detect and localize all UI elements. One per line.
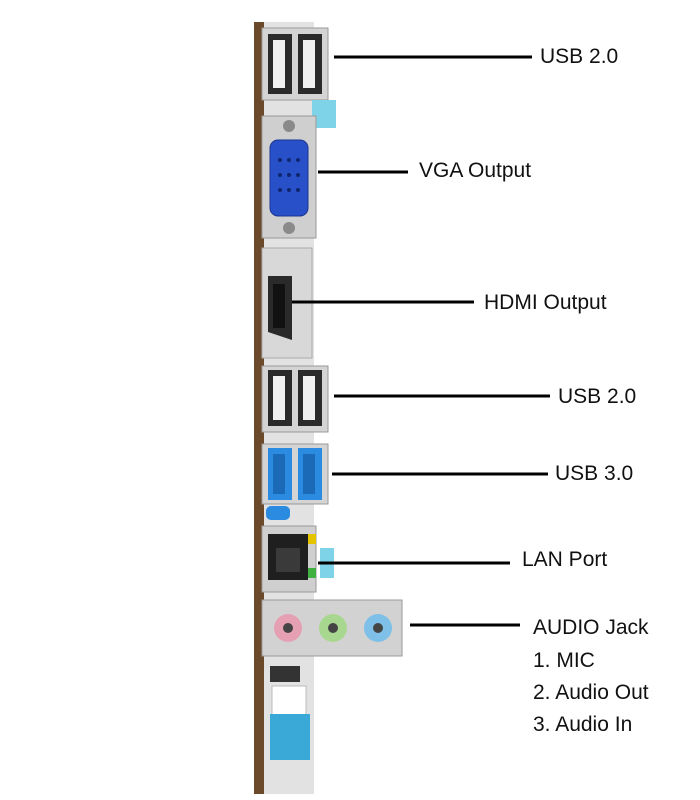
header-blue (270, 714, 310, 760)
usb3-port (261, 443, 329, 505)
label-audio-title: AUDIO Jack (533, 616, 649, 639)
usb3-clip (266, 506, 290, 520)
pcb-edge (254, 22, 264, 794)
audio-item-out: 2. Audio Out (533, 681, 649, 704)
label-usb2-bottom: USB 2.0 (558, 385, 637, 408)
usb2-bottom-port (261, 365, 329, 433)
audio-item-in: 3. Audio In (533, 713, 633, 736)
label-vga: VGA Output (419, 159, 532, 182)
lan-port (261, 525, 317, 593)
label-usb2-top: USB 2.0 (540, 45, 619, 68)
label-hdmi: HDMI Output (484, 291, 607, 314)
audio-jack-panel (261, 599, 403, 657)
label-usb3: USB 3.0 (555, 462, 634, 485)
capacitor-block (270, 666, 300, 682)
audio-item-mic: 1. MIC (533, 649, 595, 672)
vga-port (261, 115, 317, 239)
label-lan: LAN Port (522, 548, 608, 571)
usb2-top-port (261, 27, 329, 101)
audio-jack-list: 1. MIC 2. Audio Out 3. Audio In (533, 649, 649, 745)
